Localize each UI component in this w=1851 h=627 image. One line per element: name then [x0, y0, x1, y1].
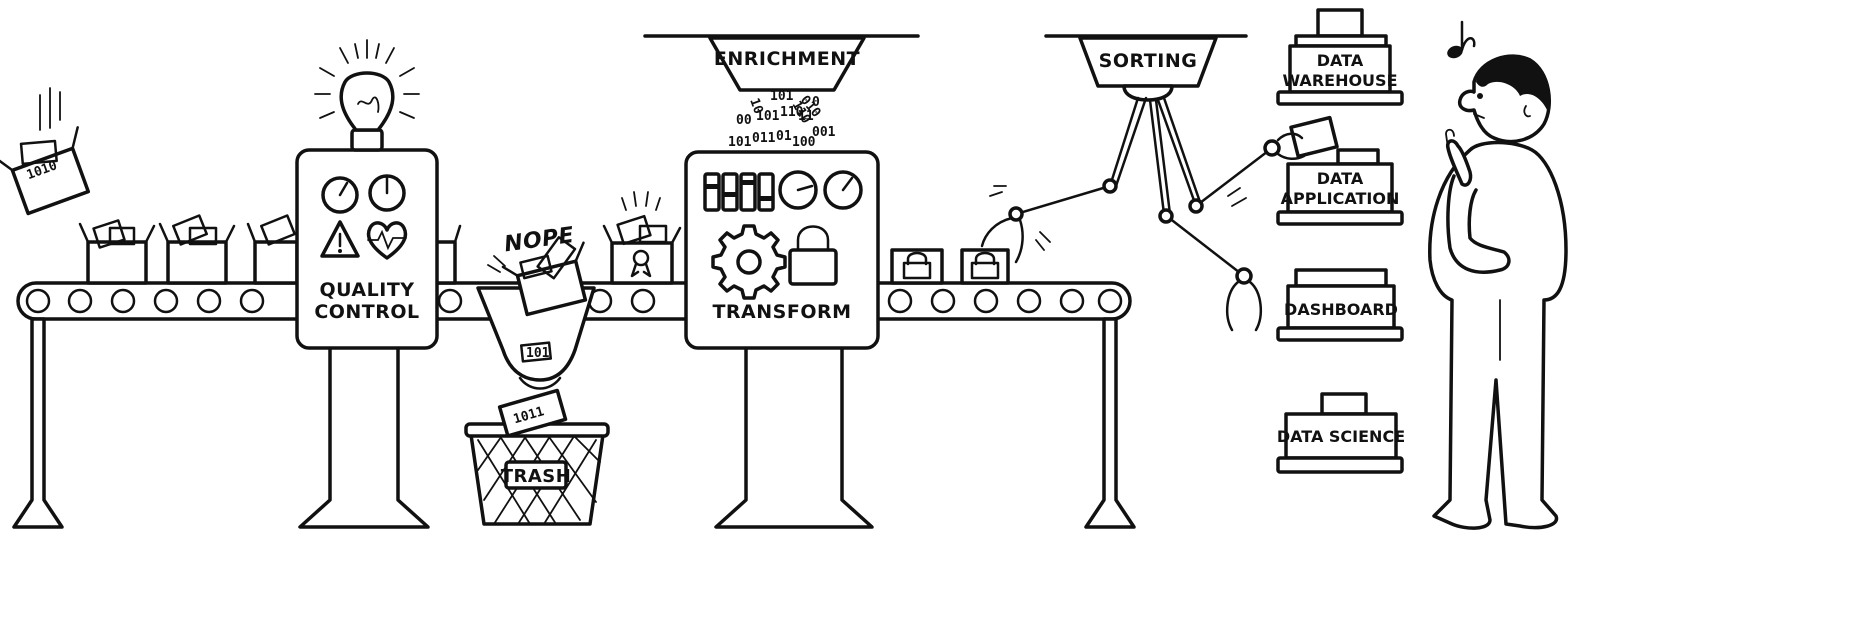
ribbon-icon: [630, 249, 652, 278]
shelf-data-application: DATA APPLICATION: [1276, 148, 1404, 226]
destination-label: DATA SCIENCE: [1277, 427, 1405, 446]
gear-icon: [711, 224, 787, 300]
enrichment-hopper: ENRICHMENT: [643, 34, 920, 92]
machine-label-line1: QUALITY: [319, 279, 414, 301]
shelf-data-warehouse: DATA WAREHOUSE: [1276, 8, 1404, 106]
svg-text:110: 110: [780, 105, 804, 120]
sorting-robot: SORTING: [980, 34, 1339, 332]
destination-label: DASHBOARD: [1284, 300, 1398, 319]
gauge-icon: [321, 176, 359, 214]
shelf-data-science: DATA SCIENCE: [1276, 392, 1405, 474]
rejection-chute: 101 NOPE: [476, 223, 596, 390]
svg-text:101: 101: [756, 109, 780, 124]
gauge-icon: [778, 170, 818, 210]
transform-machine: TRANSFORM: [684, 150, 880, 529]
trash-bin: 1011 TRASH: [464, 388, 610, 526]
svg-text:100: 100: [792, 135, 816, 150]
svg-text:001: 001: [812, 125, 836, 140]
warning-icon: [320, 220, 360, 258]
machine-label: TRANSFORM: [712, 301, 851, 323]
slider-controls: [703, 172, 775, 212]
destination-label-line1: DATA: [1317, 51, 1364, 70]
heart-rate-icon: [366, 221, 408, 260]
quality-control-machine: QUALITY CONTROL: [295, 39, 439, 529]
svg-text:00: 00: [736, 113, 752, 128]
svg-text:10: 10: [746, 96, 766, 116]
destination-label-line2: WAREHOUSE: [1283, 71, 1398, 90]
music-note-icon: [1447, 20, 1476, 59]
svg-text:101: 101: [770, 89, 794, 104]
secured-boxes: [890, 248, 1010, 285]
destination-label-line1: DATA: [1317, 169, 1364, 188]
svg-text:0: 0: [812, 95, 820, 110]
trash-label: TRASH: [501, 466, 572, 487]
svg-text:101: 101: [728, 135, 752, 150]
conveyor-legs: [12, 317, 1136, 529]
sorting-label: SORTING: [1099, 50, 1198, 72]
binary-stream: 10 101 110 0 00 101 110 11 001 101 011 0…: [728, 89, 836, 150]
svg-text:11: 11: [798, 109, 814, 124]
falling-data-box: 1010: [0, 87, 91, 216]
person-thinking: [1428, 20, 1568, 530]
binary-label: 101: [526, 346, 550, 361]
nope-label: NOPE: [503, 223, 576, 258]
machine-label-line2: CONTROL: [314, 301, 419, 323]
lightbulb-icon: [314, 39, 420, 152]
gauge-icon: [823, 170, 863, 210]
gauge-icon: [368, 174, 406, 212]
svg-text:011: 011: [752, 131, 776, 146]
padlock-icon: [788, 225, 838, 286]
destination-label-line2: APPLICATION: [1281, 189, 1400, 208]
enrichment-label: ENRICHMENT: [714, 48, 860, 70]
shelf-dashboard: DASHBOARD: [1276, 268, 1404, 342]
svg-text:01: 01: [776, 129, 792, 144]
incoming-boxes: [78, 214, 462, 285]
approved-box: [602, 191, 682, 285]
